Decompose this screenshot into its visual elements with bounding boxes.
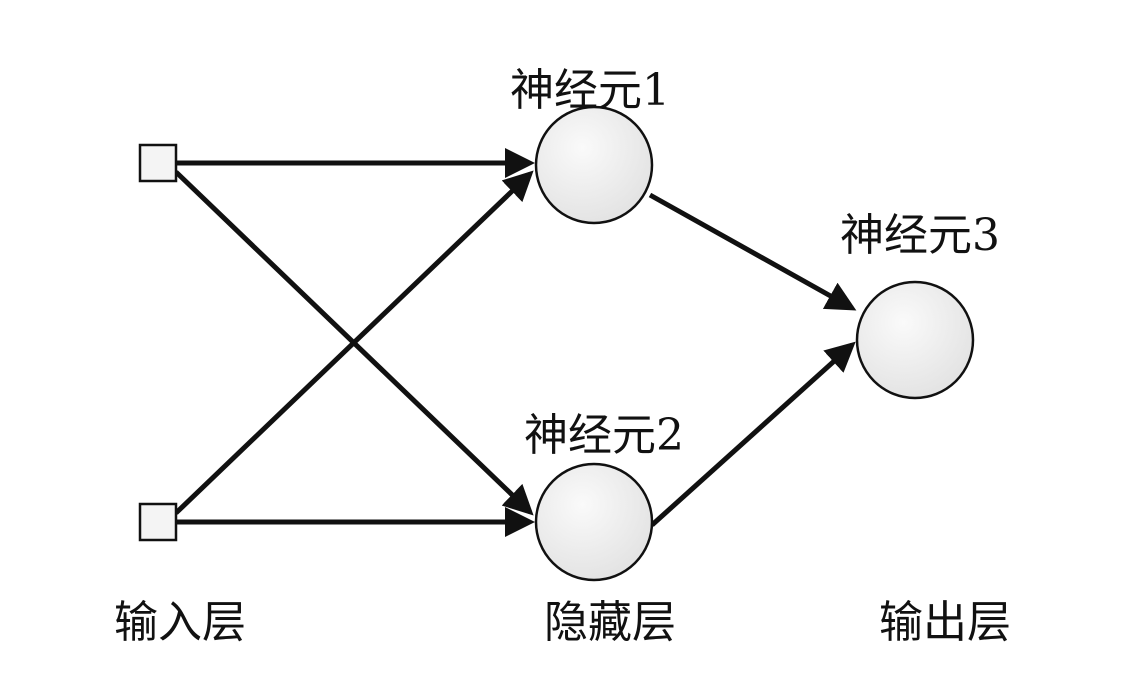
neuron-1 [534,105,654,225]
neuron-3 [855,280,975,400]
neuron-1-label: 神经元1 [510,65,670,116]
input-node-1 [138,143,178,183]
hidden-layer-label: 隐藏层 [544,597,676,648]
input-layer-label: 输入层 [114,597,246,648]
neuron-2-label: 神经元2 [524,410,684,461]
output-layer-label: 输出层 [879,597,1011,648]
edge-n2-n3 [650,341,856,527]
neuron-3-label: 神经元3 [840,210,1000,261]
neuron-2 [534,462,654,582]
edge-in2-n1 [174,170,534,515]
input-node-2 [138,502,178,542]
edge-n1-n3 [648,192,857,311]
